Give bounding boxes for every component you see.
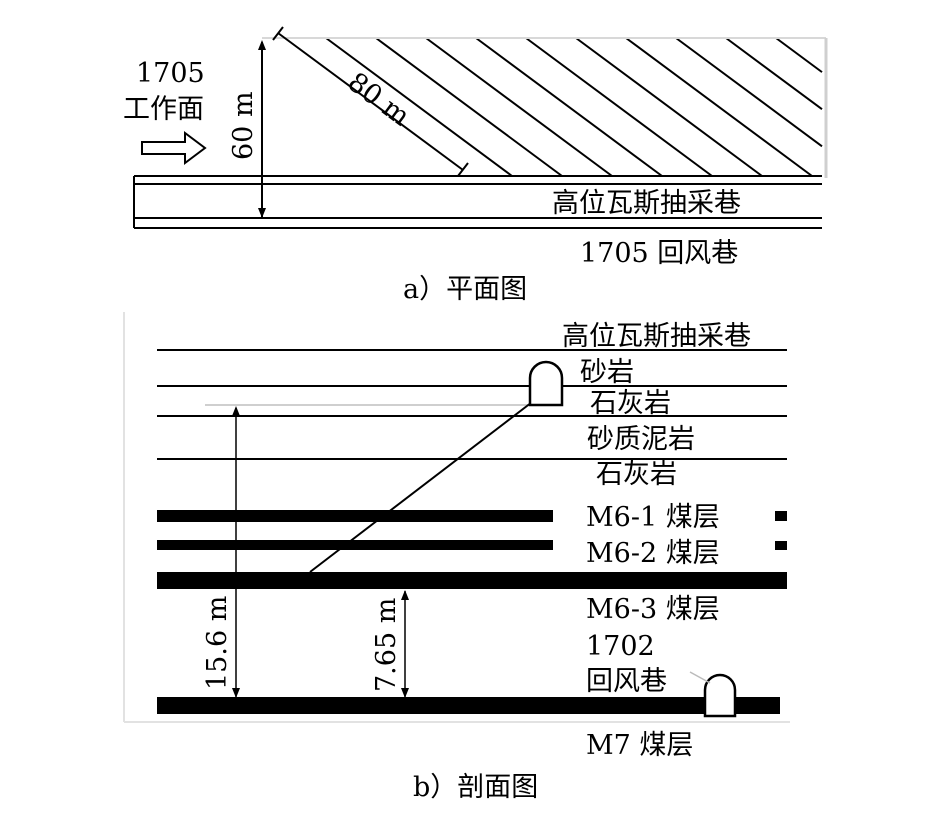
seam-label-m6-3: M6-3 煤层 <box>586 594 720 625</box>
layer-label-limestone-upper: 石灰岩 <box>590 388 671 419</box>
high-roadway-cross-section <box>528 360 564 407</box>
plan-dim-vertical-arrow-top <box>258 40 266 50</box>
plan-roadway-return-label: 1705 回风巷 <box>580 238 738 269</box>
plan-view: 60 m 80 m 1705 工作面 高位瓦斯抽采巷 1705 回风巷 a）平面… <box>123 26 828 305</box>
goaf-hatch-line <box>675 37 823 148</box>
dim-7-65-label: 7.65 m <box>371 598 402 692</box>
return-roadway-leader <box>689 671 711 684</box>
return-roadway-cross-section <box>703 673 737 718</box>
seam-label-m6-1: M6-1 煤层 <box>586 502 720 533</box>
plan-dim-vertical-label: 60 m <box>228 91 259 160</box>
goaf-hatch-line <box>575 37 763 177</box>
seam-m6-2-marker <box>775 541 787 550</box>
return-roadway-number: 1702 <box>586 631 655 662</box>
dim-15-6-arrow-top <box>232 406 240 416</box>
seam-m6-1-bar <box>157 510 553 522</box>
goaf-hatch-line <box>425 37 613 177</box>
goaf-hatch-line <box>625 37 813 177</box>
goaf-hatch-line <box>525 37 713 177</box>
section-caption: b）剖面图 <box>413 772 538 803</box>
section-view: 15.6 m 7.65 m 高位瓦斯抽采巷 砂岩 石灰岩 砂质泥岩 石灰岩 M6… <box>123 312 790 803</box>
plan-caption: a）平面图 <box>403 274 527 305</box>
seam-m6-1-marker <box>775 511 787 521</box>
goaf-hatch-line <box>725 37 823 111</box>
seam-label-m6-2: M6-2 煤层 <box>586 538 720 569</box>
plan-face-number: 1705 <box>136 58 205 89</box>
seam-m6-2-bar <box>157 540 553 550</box>
advance-arrow-icon <box>141 131 207 165</box>
layer-label-limestone-lower: 石灰岩 <box>596 459 677 490</box>
plan-dim-vertical-arrow-bottom <box>258 208 266 218</box>
goaf-hatch-line <box>375 37 563 177</box>
dim-15-6-label: 15.6 m <box>202 596 233 690</box>
goaf-hatch <box>325 37 823 177</box>
goaf-hatch-line <box>775 37 823 73</box>
layer-label-sandstone: 砂岩 <box>580 357 634 388</box>
caving-line <box>309 395 541 573</box>
goaf-hatch-line <box>475 37 663 177</box>
seam-label-m7: M7 煤层 <box>586 730 693 761</box>
plan-roadway-high-label: 高位瓦斯抽采巷 <box>552 188 741 219</box>
plan-dim-diagonal-line <box>277 32 464 171</box>
seam-m6-3-bar <box>157 572 787 589</box>
return-roadway-name: 回风巷 <box>586 666 667 697</box>
dim-7-65-arrow-bottom <box>401 688 409 698</box>
seam-m7-bar <box>157 697 780 714</box>
goaf-hatch-line <box>325 37 513 177</box>
dim-7-65-arrow-top <box>401 590 409 600</box>
plan-face-name: 工作面 <box>123 94 204 125</box>
plan-dim-diagonal-tick-b <box>457 162 469 177</box>
layer-label-sandy-mudstone: 砂质泥岩 <box>587 424 695 455</box>
dim-15-6-arrow-bottom <box>232 688 240 698</box>
plan-dim-diagonal-tick-a <box>272 26 284 41</box>
section-roadway-high-label: 高位瓦斯抽采巷 <box>562 321 751 352</box>
